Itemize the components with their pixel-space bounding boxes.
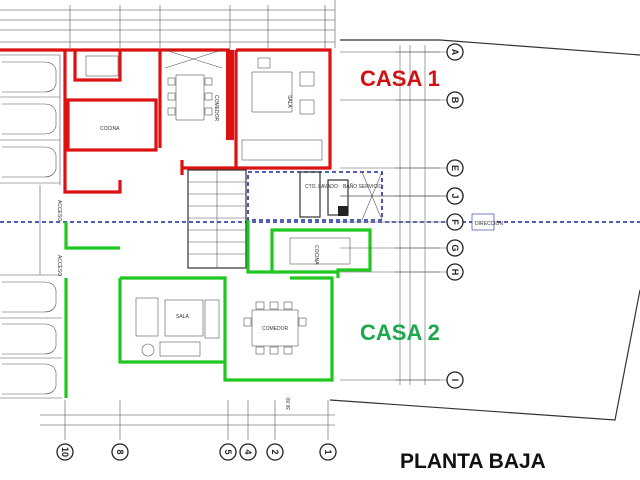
grid-bubble: 2	[266, 443, 284, 461]
casa-1-walls	[0, 48, 332, 194]
grid-bubble-circle	[266, 443, 284, 461]
grid-bubble-label: 1	[323, 449, 333, 454]
grid-bubble: H	[340, 263, 464, 281]
grid-bubble-circle	[111, 443, 129, 461]
toilet-icon	[338, 206, 348, 216]
grid-bubble: A	[340, 43, 464, 61]
label-bano: BAÑO SERVICIO	[343, 183, 382, 190]
label-comedor-1: COMEDOR	[213, 95, 219, 122]
label-direccion: DIRECCIÓN	[475, 220, 503, 227]
casa-1-title: CASA 1	[360, 66, 440, 91]
parking-bottom	[0, 274, 62, 399]
grid-bubble-circle	[446, 91, 464, 109]
grid-bubble: G	[340, 239, 464, 257]
top-dimensions	[0, 0, 336, 48]
grid-bubble-circle	[219, 443, 237, 461]
grid-bubble-circle	[446, 239, 464, 257]
car-icon	[2, 146, 57, 178]
grid-bubble: B	[340, 91, 464, 109]
grid-bubble-label: 8	[115, 449, 125, 454]
dim-total: 36.80	[286, 397, 292, 410]
grid-bubble-circle	[446, 213, 464, 231]
label-sala-2: SALA	[176, 314, 189, 320]
grid-bubble-label: 5	[223, 449, 233, 454]
grid-bubble-circle	[446, 187, 464, 205]
parking-top	[0, 54, 61, 185]
grid-bottom: 10 8 5 4 2 1	[56, 443, 337, 461]
direction-box	[471, 213, 495, 231]
label-sala-1: SALA	[286, 95, 292, 108]
grid-bubble-label: J	[450, 193, 460, 198]
sofa	[164, 299, 204, 337]
grid-bubble: 8	[111, 443, 129, 461]
car-icon	[2, 61, 57, 93]
sofa	[251, 71, 293, 113]
casa-2-title: CASA 2	[360, 320, 440, 345]
grid-bubble-label: G	[450, 244, 460, 251]
grid-bubble: 10	[56, 443, 74, 461]
label-acceso-2: ACCESO	[56, 255, 62, 276]
car-icon	[2, 323, 57, 355]
grid-bubble-circle	[56, 443, 74, 461]
label-cocina-2: COCINA	[313, 245, 319, 265]
grid-bubble-label: H	[450, 269, 460, 276]
grid-bubble: F	[340, 213, 464, 231]
label-cocina-1: COCINA	[100, 126, 120, 132]
grid-bubble-label: I	[450, 379, 460, 382]
grid-bubble: 5	[219, 443, 237, 461]
grid-bubble-circle	[446, 159, 464, 177]
bottom-dimensions: 36.80	[40, 397, 335, 440]
casa-2-furniture	[135, 237, 351, 357]
car-icon	[2, 103, 57, 135]
grid-bubble: I	[340, 371, 464, 389]
grid-bubble: 1	[319, 443, 337, 461]
car-icon	[2, 363, 57, 395]
grid-bubble-circle	[319, 443, 337, 461]
grid-bubble-label: 4	[243, 449, 253, 454]
staircase	[187, 169, 247, 269]
grid-bubble-circle	[446, 263, 464, 281]
casa-1-furniture	[85, 49, 323, 161]
property-line-top	[340, 39, 640, 56]
grid-bubble-circle	[446, 43, 464, 61]
grid-bubble-label: A	[450, 49, 460, 56]
car-icon	[2, 281, 57, 313]
grid-bubble-label: E	[450, 165, 460, 171]
property-line-bottom	[329, 289, 640, 421]
label-lavado: CTO. LAVADO	[305, 184, 338, 190]
planta-baja-title: PLANTA BAJA	[400, 450, 546, 473]
grid-bubble-label: F	[450, 219, 460, 225]
grid-bubble-label: 10	[60, 447, 70, 457]
grid-bubble-circle	[239, 443, 257, 461]
casa-2-walls	[64, 220, 372, 398]
grid-right: ABEJJFGHI	[340, 43, 464, 389]
dining-table	[175, 74, 205, 121]
dining-table	[251, 309, 299, 347]
grid-bubble: 4	[239, 443, 257, 461]
grid-bubble-circle	[446, 371, 464, 389]
casa-1-wall-fill	[226, 50, 234, 140]
grid-bubble-label: B	[450, 97, 460, 104]
grid-bubble-label: 2	[270, 449, 280, 454]
grid-bubble: E	[340, 159, 464, 177]
kitchen-counter	[289, 237, 351, 265]
label-acceso-1: ACCESO	[56, 200, 62, 221]
label-comedor-2: COMEDOR	[262, 326, 289, 332]
grid-bubble: J	[340, 187, 464, 205]
